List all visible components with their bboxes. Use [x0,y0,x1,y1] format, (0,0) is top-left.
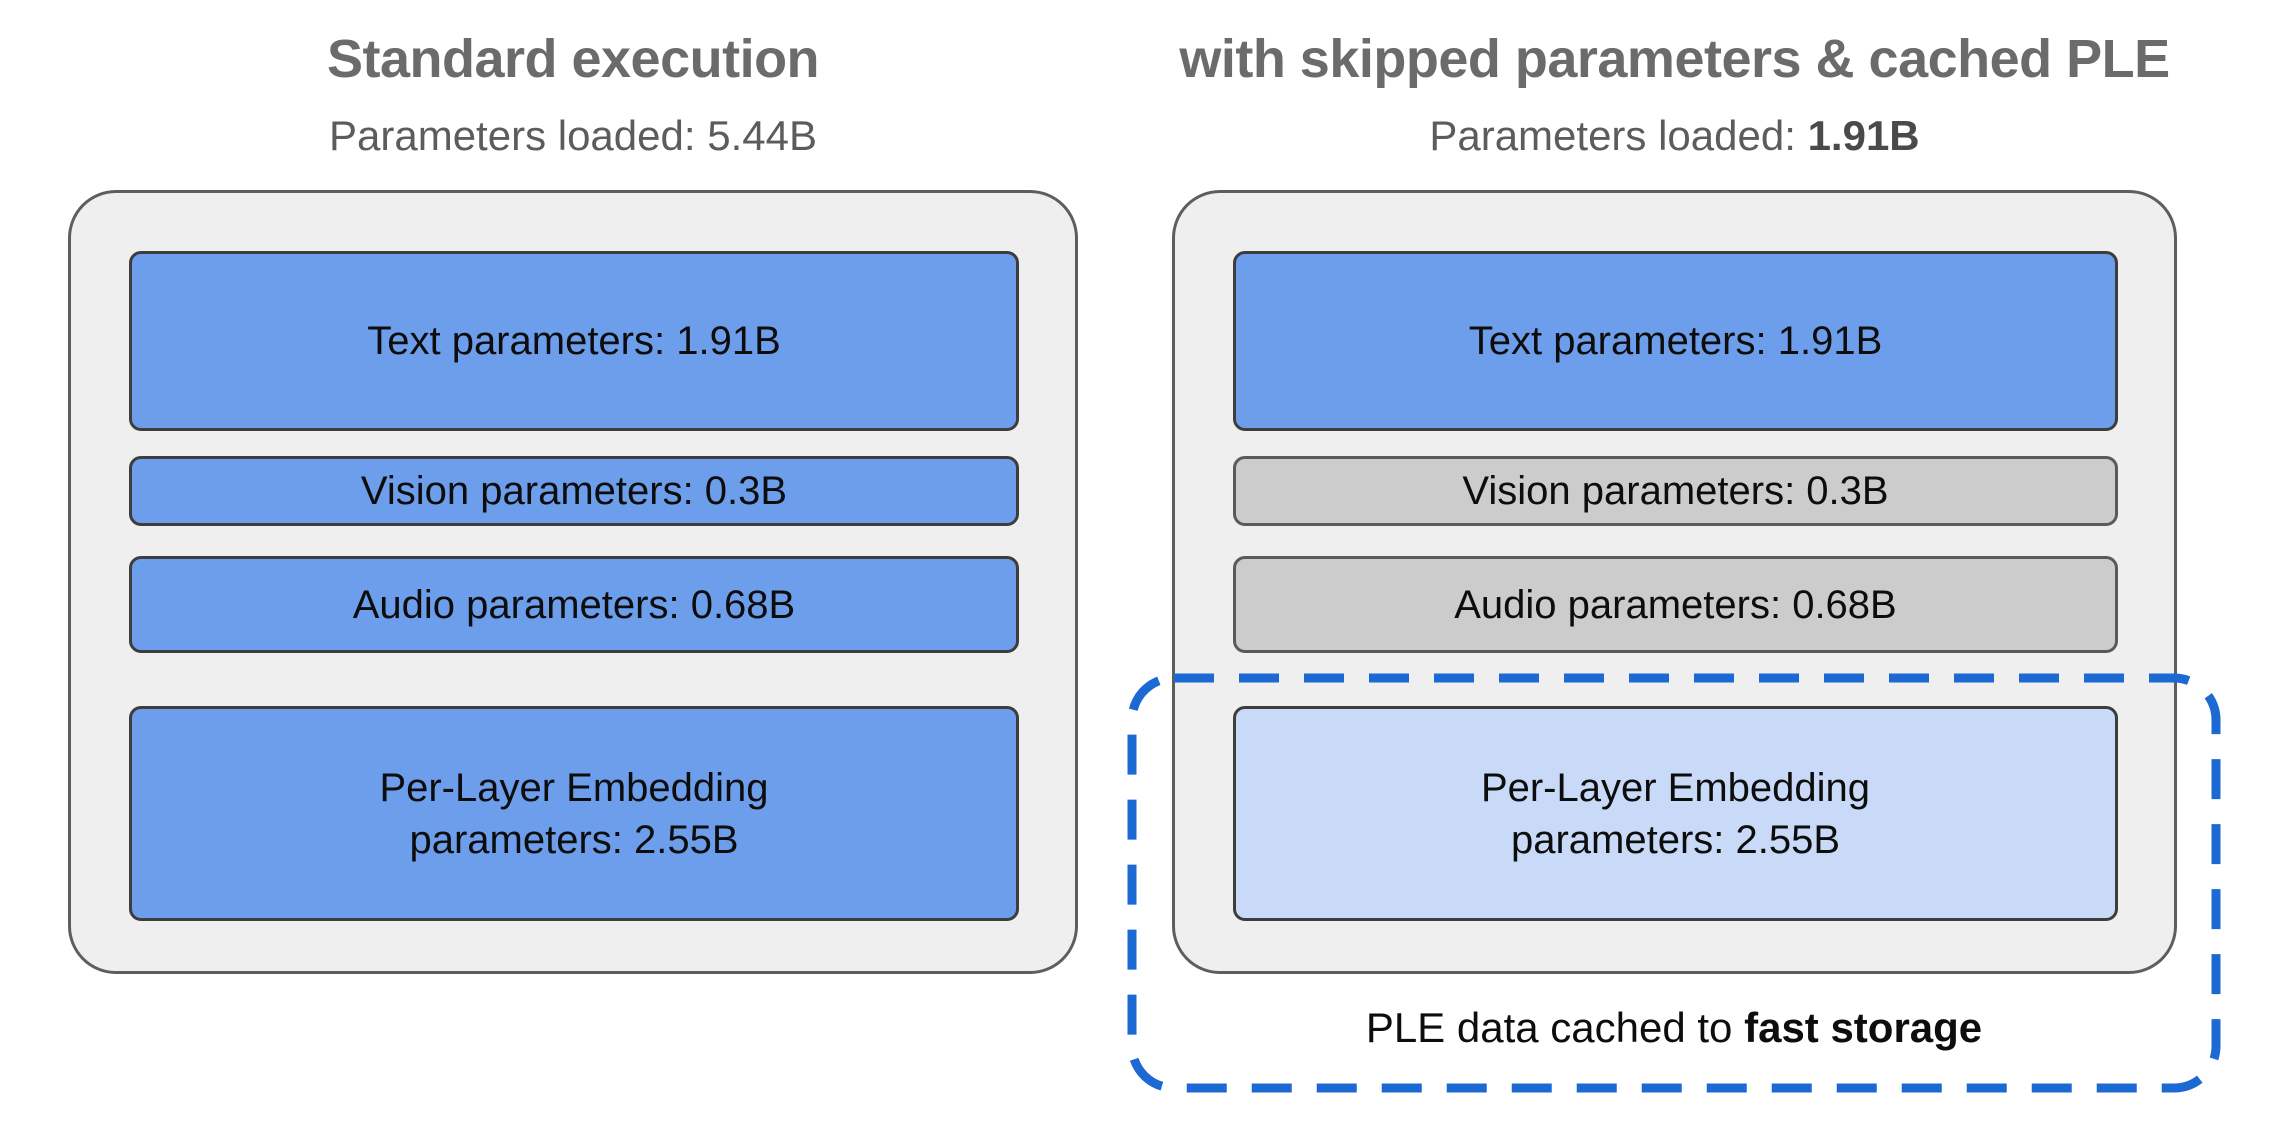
right-audio-params-box-skipped: Audio parameters: 0.68B [1233,556,2118,653]
right-audio-params-label: Audio parameters: 0.68B [1454,582,1897,627]
right-params-loaded-value: 1.91B [1807,112,1920,159]
left-vision-params-box: Vision parameters: 0.3B [129,456,1019,526]
right-subtitle-label: Parameters loaded: [1429,112,1808,159]
right-panel-title: with skipped parameters & cached PLE [1179,29,2170,89]
right-ple-params-box-cached: Per-Layer Embedding parameters: 2.55B [1233,706,2118,921]
ple-cache-caption-label: PLE data cached to [1365,1004,1745,1051]
left-text-params-box: Text parameters: 1.91B [129,251,1019,431]
left-text-params-label: Text parameters: 1.91B [367,319,781,363]
left-ple-params-label: Per-Layer Embedding parameters: 2.55B [379,765,769,862]
left-audio-params-label: Audio parameters: 0.68B [352,582,796,627]
right-text-params-box: Text parameters: 1.91B [1233,251,2118,431]
right-vision-params-label: Vision parameters: 0.3B [1462,469,1889,513]
left-params-loaded-value: 5.44B [707,112,817,159]
right-text-params-label: Text parameters: 1.91B [1468,319,1883,363]
left-subtitle-label: Parameters loaded: [329,112,708,159]
left-vision-params-label: Vision parameters: 0.3B [360,469,788,513]
left-ple-params-box: Per-Layer Embedding parameters: 2.55B [129,706,1019,921]
ple-cache-caption-value: fast storage [1744,1004,1983,1051]
right-ple-params-label: Per-Layer Embedding parameters: 2.55B [1480,765,1871,862]
ple-cache-caption: PLE data cached to fast storage [1132,1002,2216,1054]
right-panel-subtitle: Parameters loaded: 1.91B [1172,112,2177,160]
left-panel-subtitle: Parameters loaded: 5.44B [68,112,1078,160]
right-model-container: Text parameters: 1.91B Vision parameters… [1172,190,2177,974]
left-audio-params-box: Audio parameters: 0.68B [129,556,1019,653]
right-vision-params-box-skipped: Vision parameters: 0.3B [1233,456,2118,526]
left-panel-title: Standard execution [326,29,820,89]
left-model-container: Text parameters: 1.91B Vision parameters… [68,190,1078,974]
